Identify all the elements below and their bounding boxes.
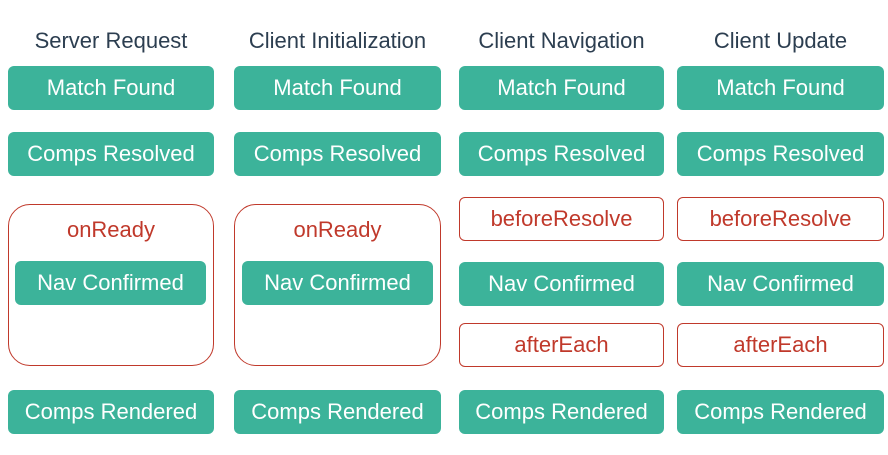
nav-confirmed-step: Nav Confirmed [459,262,664,306]
comps-rendered-step: Comps Rendered [677,390,884,434]
nav-confirmed-step: Nav Confirmed [242,261,433,305]
column-title: Client Update [713,28,848,53]
on-ready-label: onReady [293,217,382,242]
match-found-step: Match Found [677,66,884,110]
nav-confirmed-step: Nav Confirmed [677,262,884,306]
match-found-step: Match Found [234,66,441,110]
comps-resolved-step: Comps Resolved [677,132,884,176]
column-title: Client Initialization [248,28,427,53]
comps-rendered-step: Comps Rendered [459,390,664,434]
column-title: Client Navigation [478,28,645,53]
before-resolve-hook: beforeResolve [677,197,884,241]
nav-confirmed-step: Nav Confirmed [15,261,206,305]
column-title: Server Request [34,28,188,53]
on-ready-label: onReady [66,217,156,242]
comps-resolved-step: Comps Resolved [8,132,214,176]
match-found-step: Match Found [459,66,664,110]
comps-resolved-step: Comps Resolved [459,132,664,176]
match-found-step: Match Found [8,66,214,110]
comps-rendered-step: Comps Rendered [8,390,214,434]
comps-resolved-step: Comps Resolved [234,132,441,176]
after-each-hook: afterEach [677,323,884,367]
before-resolve-hook: beforeResolve [459,197,664,241]
comps-rendered-step: Comps Rendered [234,390,441,434]
after-each-hook: afterEach [459,323,664,367]
